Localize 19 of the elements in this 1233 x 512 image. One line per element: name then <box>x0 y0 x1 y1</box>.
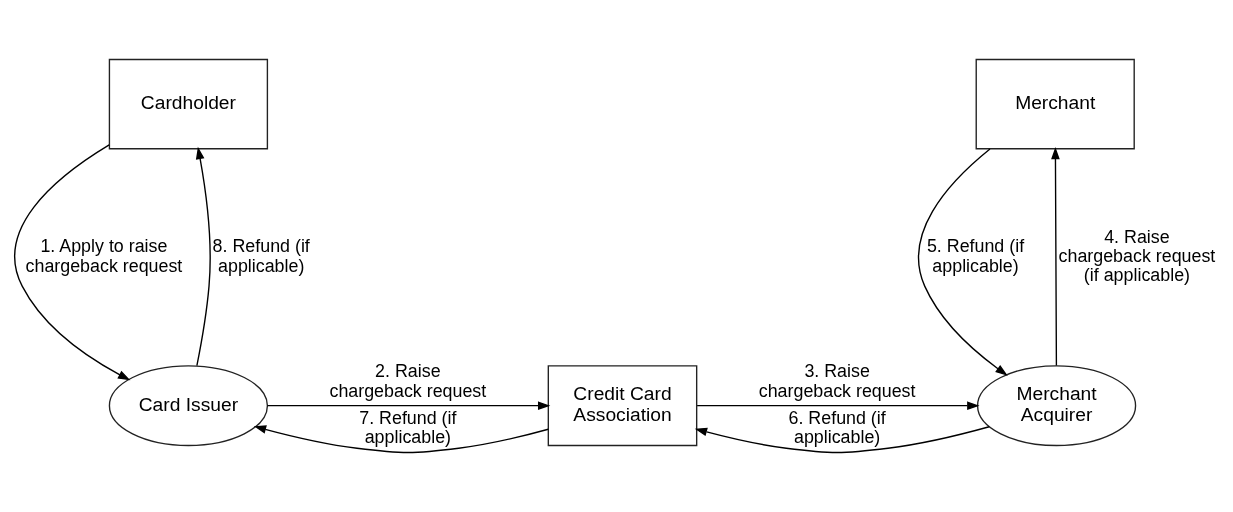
edge-label: 7. Refund (if applicable) <box>359 408 457 448</box>
arrow <box>195 146 211 367</box>
arrow <box>694 426 990 454</box>
node-box: Credit Card Association <box>547 365 698 447</box>
edge-label: 8. Refund (if applicable) <box>212 236 310 276</box>
arrow <box>253 425 549 454</box>
arrow <box>696 401 980 410</box>
arrow <box>266 401 551 410</box>
edge-label: 4. Raise chargeback request (if applicable) <box>1058 226 1216 286</box>
arrow <box>917 148 1008 376</box>
edge-label: 5. Refund (if applicable) <box>926 236 1025 276</box>
edge-label: 2. Raise chargeback request <box>329 361 487 401</box>
arrow <box>1051 146 1060 367</box>
node-box: Merchant <box>975 58 1135 150</box>
edge-label: 1. Apply to raise chargeback request <box>25 236 183 276</box>
arrow <box>14 144 131 381</box>
node-box: Cardholder <box>108 58 269 150</box>
edge-label: 6. Refund (if applicable) <box>788 408 886 448</box>
edge-label: 3. Raise chargeback request <box>758 361 916 401</box>
